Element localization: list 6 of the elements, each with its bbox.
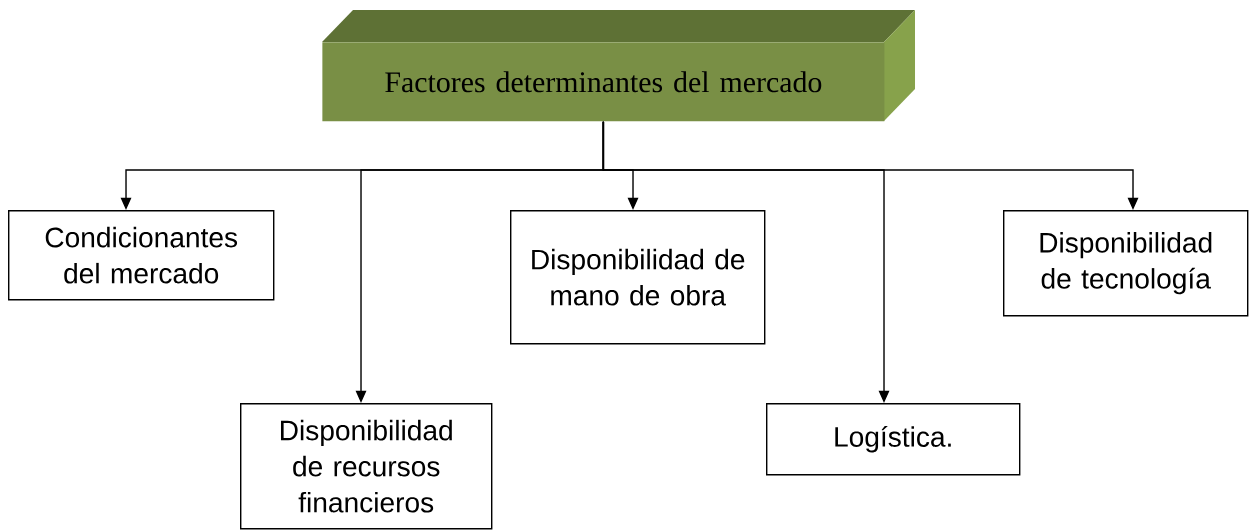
text-box: Logística. [766, 403, 1021, 476]
text-box: Disponibilidad de recursos financieros [240, 403, 493, 530]
text-box: Condicionantes del mercado [8, 210, 275, 301]
bevel-box: Factores determinantes del mercado [322, 10, 915, 122]
text-box: Disponibilidad de mano de obra [510, 210, 766, 345]
text-box: Disponibilidad de tecnología [1003, 210, 1249, 317]
